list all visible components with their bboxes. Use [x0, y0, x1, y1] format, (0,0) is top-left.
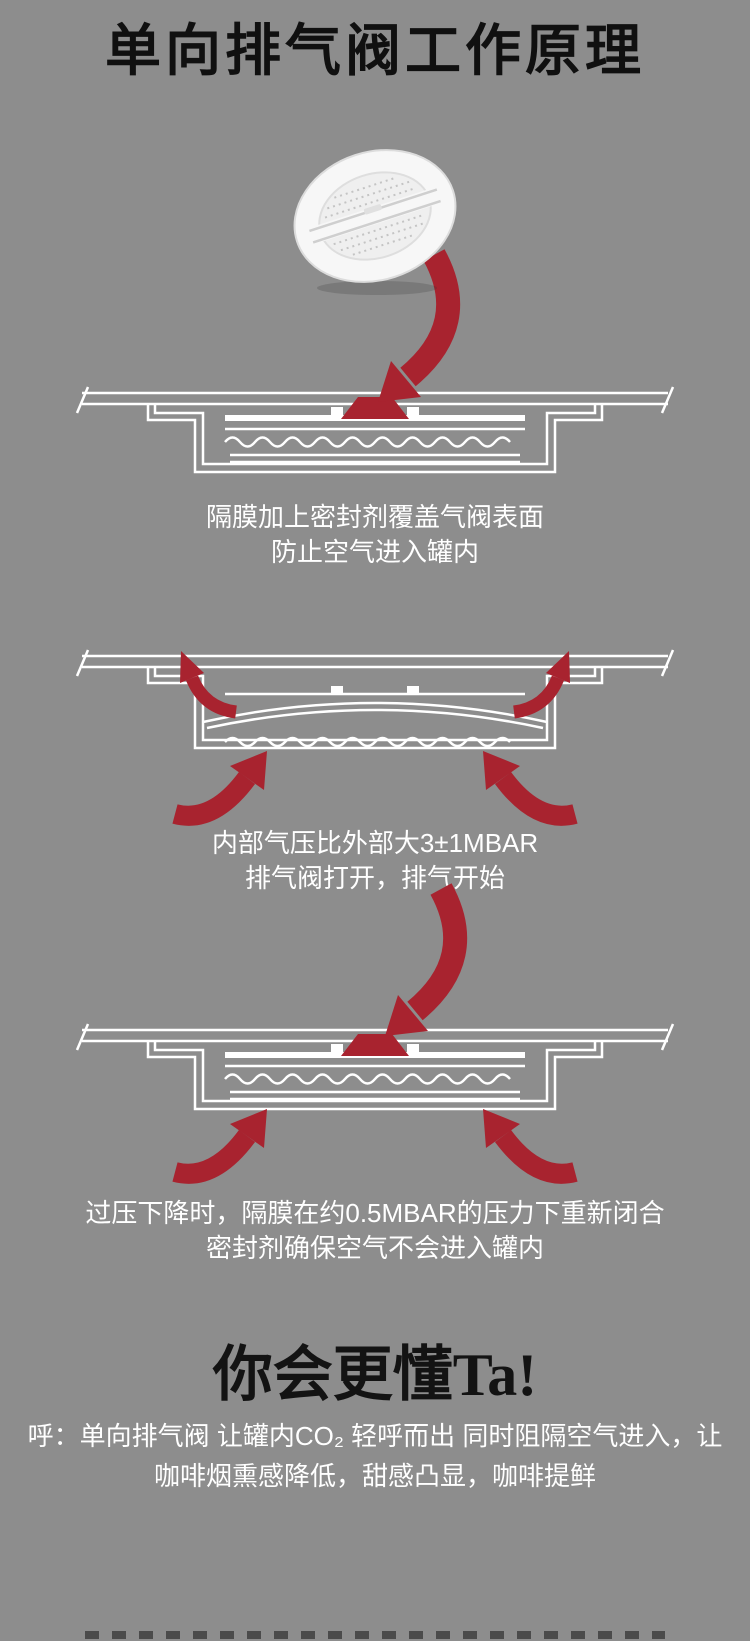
page-title: 单向排气阀工作原理 [105, 19, 645, 82]
break-mark-right [660, 1023, 675, 1051]
caption-step-3: 过压下降时，隔膜在约0.5MBAR的压力下重新闭合 密封剂确保空气不会进入罐内 [0, 1196, 750, 1266]
break-mark-left [75, 1023, 90, 1051]
caption-line: 内部气压比外部大3±1MBAR [211, 828, 539, 858]
pressure-arrow-left-icon [172, 1109, 267, 1184]
pressure-arrow-right-icon [483, 751, 578, 826]
cropped-bottom-text-line [85, 1631, 665, 1639]
pressure-arrow-left-icon [172, 751, 267, 826]
closing-headline: 你会更懂Ta! [212, 1342, 538, 1408]
footer-description-line: 咖啡烟熏感降低，甜感凸显，咖啡提鲜 [153, 1461, 596, 1491]
caption-step-1: 隔膜加上密封剂覆盖气阀表面 防止空气进入罐内 [0, 500, 750, 570]
arrow-tip-highlight [341, 397, 409, 419]
footer-description: 呼：单向排气阀 让罐内CO₂ 轻呼而出 同时阻隔空气进入，让 咖啡烟熏感降低，甜… [0, 1416, 750, 1496]
caption-line: 防止空气进入罐内 [270, 537, 479, 567]
sealant-wave-line [224, 436, 511, 448]
cross-section-venting [75, 649, 675, 750]
gas-escape-arrow-left-icon [180, 651, 238, 719]
membrane-bowed-line [202, 701, 548, 724]
cross-section-sealed [75, 386, 675, 474]
break-mark-right [660, 649, 675, 677]
pressure-arrow-right-icon [483, 1109, 578, 1184]
footer-description-line: 呼：单向排气阀 让罐内CO₂ 轻呼而出 同时阻隔空气进入，让 [27, 1421, 723, 1451]
caption-line: 隔膜加上密封剂覆盖气阀表面 [205, 502, 544, 532]
gas-escape-arrow-right-icon [512, 651, 570, 719]
caption-line: 密封剂确保空气不会进入罐内 [205, 1233, 544, 1263]
break-mark-left [75, 649, 90, 677]
caption-line: 排气阀打开，排气开始 [244, 863, 505, 893]
caption-line: 过压下降时，隔膜在约0.5MBAR的压力下重新闭合 [85, 1198, 665, 1228]
break-mark-left [75, 386, 90, 414]
caption-step-2: 内部气压比外部大3±1MBAR 排气阀打开，排气开始 [0, 826, 750, 896]
valve-photo [293, 149, 457, 295]
valve-shadow [317, 281, 437, 295]
break-mark-right [660, 386, 675, 414]
arrow-tip-highlight [341, 1034, 409, 1056]
air-in-arrow-icon [378, 249, 461, 402]
reclose-arrow-icon [385, 883, 468, 1036]
sealant-wave-line [224, 736, 511, 748]
sealant-wave-line [224, 1073, 511, 1085]
cross-section-resealed [75, 1023, 675, 1111]
